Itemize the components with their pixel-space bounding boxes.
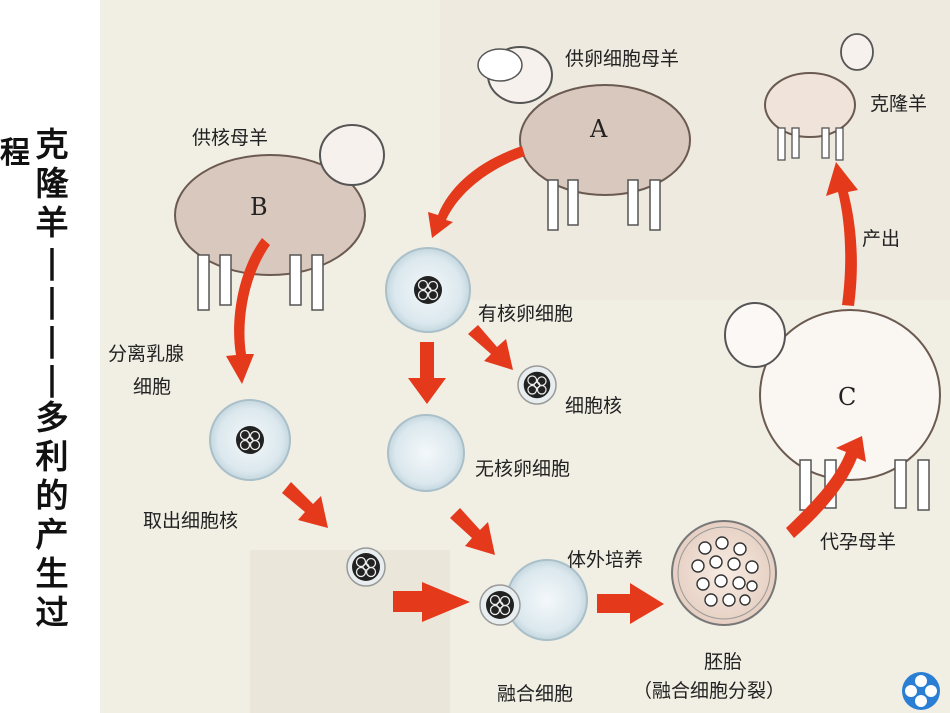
extracted-nucleus (346, 547, 386, 587)
label-isolate-mammary-line2: 细胞 (133, 376, 171, 398)
label-sheep-a: A (589, 115, 608, 143)
label-embryo-note: （融合细胞分裂） (633, 680, 785, 702)
cloning-diagram: 供卵细胞母羊 A 克隆羊 供核母羊 B C 代孕母羊 有核卵细胞 (108, 0, 950, 713)
label-birth: 产出 (862, 228, 900, 250)
embryo-cell (671, 520, 777, 626)
cloned-sheep-illustration (764, 33, 874, 161)
arrow-egg-down (408, 342, 446, 404)
side-title-char: 的 (35, 476, 69, 515)
side-title-char: 生 (35, 554, 69, 593)
side-title-char: 多 (35, 398, 69, 437)
label-donor-nucleus-ewe: 供核母羊 (192, 127, 268, 149)
fused-cell (479, 559, 588, 641)
side-title-char: 过 (35, 593, 69, 632)
arrow-nucleus-to-fused (393, 582, 470, 622)
arrow-egg-to-nucleus (468, 325, 513, 370)
mammary-cell (209, 399, 291, 481)
side-title-char: 克 (35, 125, 69, 164)
sheep-a-illustration (477, 46, 691, 231)
arrow-a-to-egg (428, 146, 525, 238)
label-isolate-mammary-line1: 分离乳腺 (108, 343, 184, 365)
arrow-b-to-mammary (226, 238, 270, 384)
side-title-char: | (45, 359, 58, 398)
arrow-culture (597, 583, 664, 624)
side-title-cut-char: 程 (0, 136, 30, 171)
removed-nucleus-small (517, 365, 557, 405)
side-title-char: 羊 (35, 203, 69, 242)
arrow-mammary-to-nucleus (282, 482, 328, 528)
label-sheep-c: C (838, 383, 856, 411)
label-surrogate-ewe: 代孕母羊 (820, 531, 896, 553)
label-embryo: 胚胎 (704, 651, 742, 673)
label-cell-nucleus: 细胞核 (565, 395, 622, 417)
side-title-char: 隆 (35, 164, 69, 203)
label-donor-egg-ewe: 供卵细胞母羊 (565, 48, 679, 70)
side-title-char: 产 (35, 515, 69, 554)
label-nucleated-egg: 有核卵细胞 (478, 303, 573, 325)
label-in-vitro-culture: 体外培养 (567, 549, 643, 571)
label-enucleated-egg: 无核卵细胞 (475, 458, 570, 480)
label-cloned-sheep: 克隆羊 (870, 93, 927, 115)
sheep-b-illustration (174, 124, 385, 311)
enucleated-egg-cell (387, 414, 465, 492)
diagram-panel: 供卵细胞母羊 A 克隆羊 供核母羊 B C 代孕母羊 有核卵细胞 (100, 0, 950, 713)
corner-flower-icon (902, 672, 940, 710)
arrow-c-to-clone (826, 162, 858, 306)
nucleated-egg-cell (385, 247, 471, 333)
process-arrows (226, 146, 866, 624)
side-title-char: | (45, 281, 58, 320)
arrow-embryo-to-c (786, 436, 866, 538)
side-title-char: | (45, 242, 58, 281)
label-extract-nucleus: 取出细胞核 (143, 510, 238, 532)
side-title-char: 利 (35, 437, 69, 476)
label-fused-cell: 融合细胞 (497, 683, 573, 705)
label-sheep-b: B (250, 193, 268, 221)
arrow-egg-to-fused (450, 508, 495, 555)
side-title-char: | (45, 320, 58, 359)
side-title: 克 隆 羊 | | | | 多 利 的 产 生 过 (30, 125, 74, 632)
